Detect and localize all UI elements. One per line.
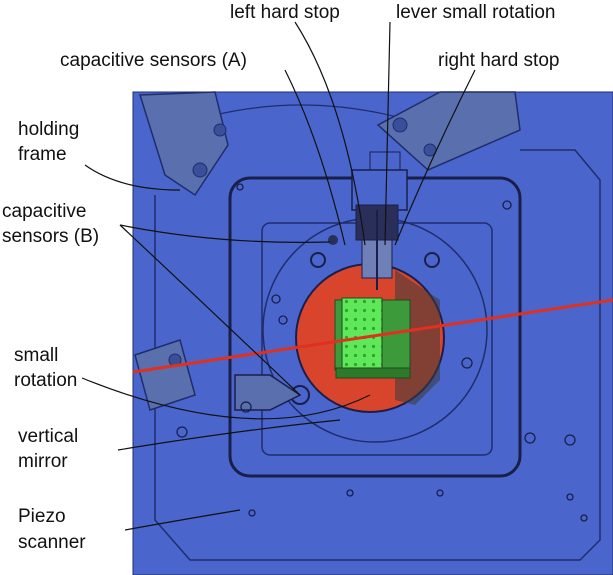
screws [176, 183, 588, 522]
label-vertical-mirror-line1: vertical [18, 426, 78, 447]
label-piezo-scanner-line1: Piezo [18, 506, 66, 527]
lever-assembly [351, 151, 408, 290]
small-rotation-arm [234, 374, 302, 411]
label-capacitive-b-line1: capacitive [2, 201, 87, 222]
plate-outline [154, 149, 601, 561]
label-holding-frame-line2: frame [18, 144, 67, 165]
label-small-rotation-line2: rotation [14, 370, 77, 391]
capacitive-sensor-a-1 [328, 235, 338, 245]
capacitive-sensor-a-2 [310, 252, 326, 268]
capacitive-sensor-a-3 [424, 252, 440, 268]
label-small-rotation-line1: small [14, 345, 58, 366]
label-capacitive-sensors-a: capacitive sensors (A) [60, 50, 247, 71]
vertical-mirror [334, 297, 411, 379]
label-lever-small-rotation: lever small rotation [396, 2, 555, 23]
label-capacitive-b-line2: sensors (B) [2, 226, 99, 247]
laser-beam [132, 298, 613, 374]
label-right-hard-stop: right hard stop [438, 50, 559, 71]
holding-frame [134, 91, 521, 411]
label-left-hard-stop: left hard stop [230, 2, 340, 23]
label-vertical-mirror-line2: mirror [18, 451, 68, 472]
label-piezo-scanner-line2: scanner [18, 532, 86, 553]
label-holding-frame-line1: holding [18, 119, 79, 140]
leader-lines [81, 21, 476, 531]
